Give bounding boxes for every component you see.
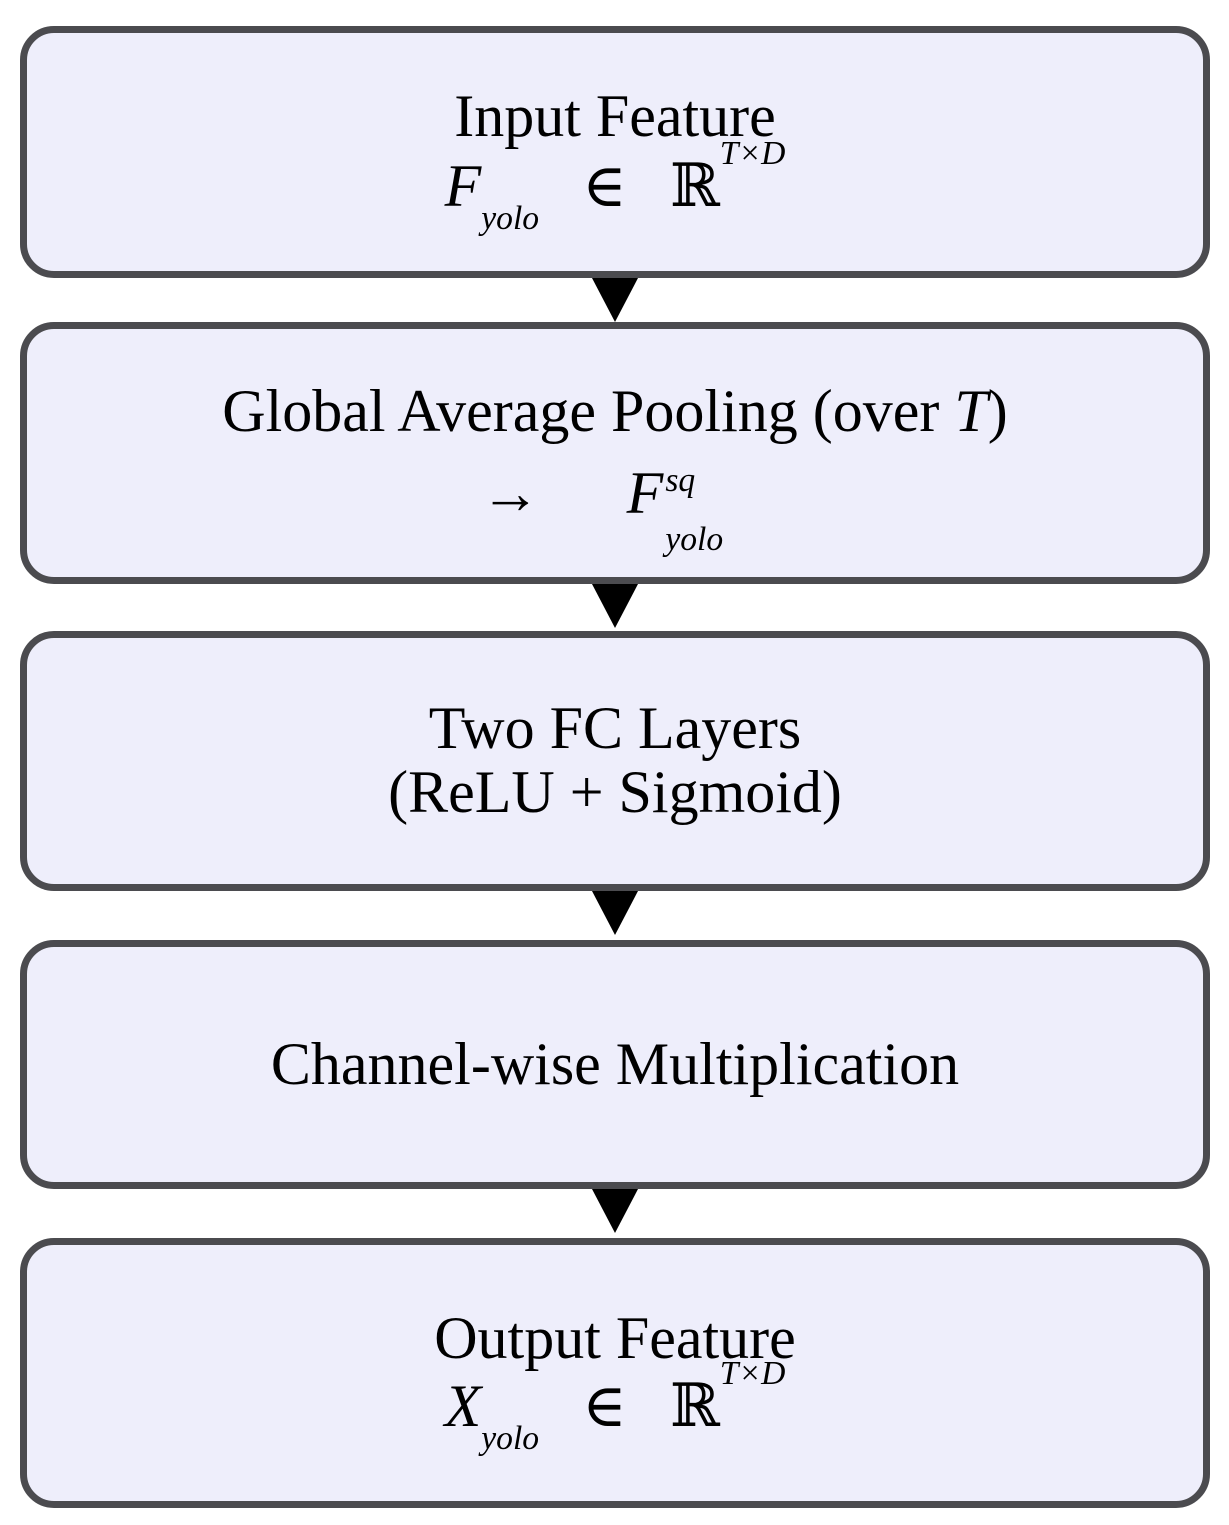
node-pooling-title-italic-T: T [954,378,988,445]
node-output-formula: Xyolo ∈ ℝT×D [444,1357,786,1456]
subscript-yolo: yolo [665,521,724,559]
node-pooling-title: Global Average Pooling (over T) [222,380,1007,444]
node-pooling-title-prefix: Global Average Pooling (over [222,378,955,445]
element-of-icon: ∈ [582,1373,627,1439]
symbol-F: F [626,460,664,526]
node-fc-title-line2: (ReLU + Sigmoid) [388,759,842,825]
node-fc-title-line1: Two FC Layers [428,695,802,762]
arrow-fc-to-multiplication [592,891,638,935]
node-input-feature: Input Feature Fyolo ∈ ℝT×D [20,26,1210,278]
symbol-F: F [444,153,482,219]
node-channel-wise-multiplication: Channel-wise Multiplication [20,940,1210,1189]
blackboard-R: ℝ [669,1371,720,1441]
subscript-yolo: yolo [481,200,540,238]
subscript-yolo: yolo [481,1420,540,1458]
node-input-formula: Fyolo ∈ ℝT×D [444,137,786,236]
node-pooling-title-suffix: ) [987,378,1008,445]
superscript-sq: sq [665,462,696,500]
node-multiplication-title: Channel-wise Multiplication [270,1030,960,1097]
arrow-multiplication-to-output [592,1189,638,1233]
symbol-X: X [444,1373,482,1439]
arrow-pooling-to-fc [592,584,638,628]
superscript-TxD: T×D [719,135,786,173]
node-output-title: Output Feature [434,1305,796,1372]
blackboard-R: ℝ [669,151,720,221]
arrow-input-to-pooling [592,278,638,322]
element-of-icon: ∈ [582,153,627,219]
superscript-TxD: T×D [719,1355,786,1393]
node-output-feature: Output Feature Xyolo ∈ ℝT×D [20,1238,1210,1508]
node-input-title: Input Feature [454,83,776,150]
node-two-fc-layers: Two FC Layers (ReLU + Sigmoid) [20,631,1210,891]
right-arrow-icon: → [480,460,541,526]
